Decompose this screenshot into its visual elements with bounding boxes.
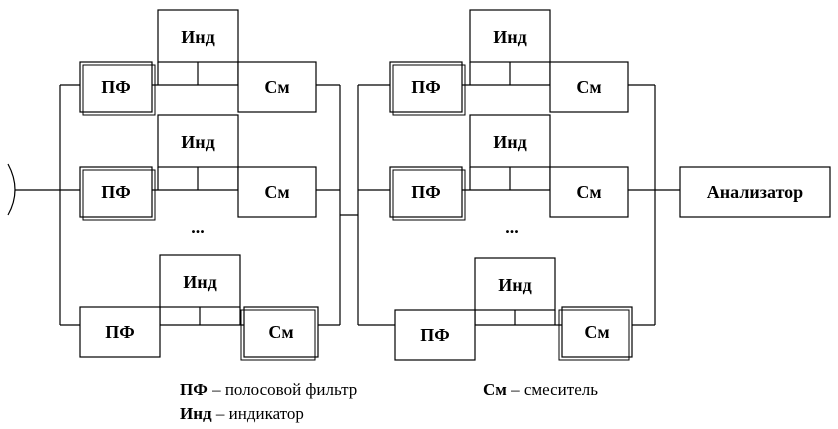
bandpass-filter-label: ПФ [101,77,130,97]
bandpass-filter-box [79,166,153,218]
legend-bandpass-filter: ПФ – полосовой фильтр [180,380,357,400]
legend-sm-abbr: См [483,380,507,399]
indicator-box [469,114,551,168]
indicator-box [159,254,241,308]
bandpass-filter-label: ПФ [105,322,134,342]
stage1-row3: Инд ПФ См [79,254,340,361]
legend-sm-desc: – смеситель [506,380,598,399]
input-arc [7,163,16,216]
indicator-label: Инд [181,132,214,152]
mixer-label: См [264,182,289,202]
stage2-row2: Инд ПФ См [389,114,655,221]
legend-indicator: Инд – индикатор [180,404,304,424]
legend-ind-desc: – индикатор [211,404,304,423]
mixer-label: См [268,322,293,342]
indicator-box [157,9,239,63]
mixer-box [237,166,317,218]
indicator-label: Инд [493,132,526,152]
ellipsis-stage1: ... [191,217,205,237]
mixer-box [561,306,633,358]
mixer-box [237,61,317,113]
analyzer-box [679,166,831,218]
stage1-row2: Инд ПФ См [79,114,340,221]
indicator-label: Инд [183,272,216,292]
bandpass-filter-label: ПФ [420,325,449,345]
legend-ind-abbr: Инд [180,404,212,423]
mixer-label: См [584,322,609,342]
stage1-row1: Инд ПФ См [79,9,340,116]
indicator-box [469,9,551,63]
mixer-box [549,61,629,113]
bandpass-filter-box [389,61,463,113]
stage2-row1: Инд ПФ См [389,9,655,116]
bandpass-filter-label: ПФ [411,182,440,202]
stage2-row3: Инд ПФ См [394,257,655,361]
indicator-box [157,114,239,168]
analyzer-label: Анализатор [707,182,803,202]
bandpass-filter-label: ПФ [101,182,130,202]
legend-pf-desc: – полосовой фильтр [207,380,358,399]
bandpass-filter-box [394,309,476,361]
mixer-box [549,166,629,218]
legend-pf-abbr: ПФ [180,380,208,399]
mixer-box [243,306,319,358]
bandpass-filter-label: ПФ [411,77,440,97]
indicator-label: Инд [498,275,531,295]
legend-mixer: См – смеситель [483,380,598,400]
mixer-label: См [576,182,601,202]
ellipsis-stage2: ... [505,217,519,237]
indicator-label: Инд [493,27,526,47]
indicator-label: Инд [181,27,214,47]
mixer-label: См [576,77,601,97]
bandpass-filter-box [79,61,153,113]
bandpass-filter-box [389,166,463,218]
bandpass-filter-box [79,306,161,358]
mixer-label: См [264,77,289,97]
